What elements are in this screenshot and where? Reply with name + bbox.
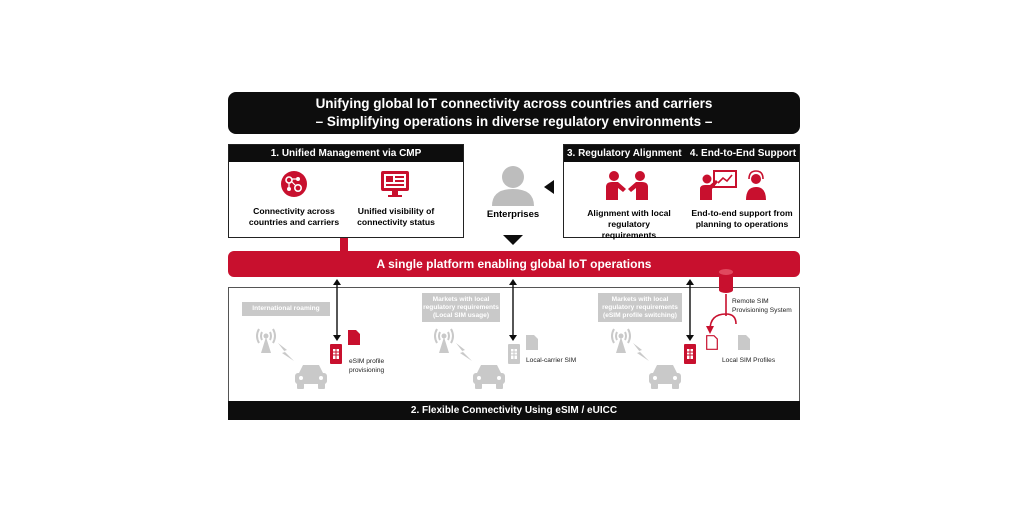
sim-card-icon bbox=[508, 344, 520, 364]
database-icon bbox=[719, 269, 733, 293]
connectivity-panel-title: 2. Flexible Connectivity Using eSIM / eU… bbox=[228, 401, 800, 420]
local-sim-profiles-label: Local SIM Profiles bbox=[722, 357, 776, 364]
presentation-support-icon bbox=[700, 170, 766, 200]
car-icon bbox=[295, 365, 327, 389]
cmp-item-1-caption: Connectivity across countries and carrie… bbox=[248, 206, 340, 227]
sim-profile-doc-icon bbox=[738, 335, 750, 350]
signal-bolt-icon bbox=[633, 343, 649, 361]
esim-chip-icon bbox=[684, 344, 696, 364]
cell-tower-icon bbox=[434, 328, 454, 353]
esim-chip-icon bbox=[330, 344, 342, 364]
local-carrier-sim-label: Local-carrier SIM bbox=[526, 357, 577, 364]
platform-bar: A single platform enabling global IoT op… bbox=[228, 251, 800, 277]
dashboard-monitor-icon bbox=[381, 171, 409, 197]
network-gear-icon bbox=[281, 171, 307, 197]
arrow-down-icon bbox=[503, 235, 523, 245]
provisioning-arrow bbox=[706, 294, 737, 334]
signal-bolt-icon bbox=[456, 343, 472, 361]
support-panel-title: 3. Regulatory Alignment 4. End-to-End Su… bbox=[564, 145, 799, 162]
support-item-2-caption: End-to-end support from planning to oper… bbox=[691, 208, 793, 229]
arrow-left-icon bbox=[544, 180, 554, 194]
title-line-1: Unifying global IoT connectivity across … bbox=[315, 96, 713, 111]
handshake-icon bbox=[606, 171, 648, 200]
support-item-1-caption: Alignment with local regulatory requirem… bbox=[587, 208, 671, 240]
cmp-panel-title: 1. Unified Management via CMP bbox=[229, 145, 463, 162]
cmp-connector bbox=[340, 238, 348, 252]
diagram-title: Unifying global IoT connectivity across … bbox=[228, 92, 800, 134]
platform-link-arrow-3 bbox=[686, 279, 694, 341]
cmp-panel: 1. Unified Management via CMP bbox=[228, 144, 464, 238]
title-line-2: – Simplifying operations in diverse regu… bbox=[315, 114, 713, 129]
person-icon bbox=[492, 166, 534, 206]
local-sim-market-tag: Markets with local regulatory requiremen… bbox=[422, 293, 500, 322]
signal-bolt-icon bbox=[278, 343, 294, 361]
remote-sim-label: Remote SIM Provisioning System bbox=[732, 298, 792, 314]
sim-profile-outline-icon bbox=[706, 335, 718, 350]
platform-link-arrow-2 bbox=[509, 279, 517, 341]
car-icon bbox=[649, 365, 681, 389]
sim-profile-doc-icon bbox=[348, 330, 360, 345]
esim-provisioning-label: eSIM profile provisioning bbox=[349, 358, 385, 374]
cell-tower-icon bbox=[256, 328, 276, 353]
cell-tower-icon bbox=[611, 328, 631, 353]
esim-switching-market-tag: Markets with local regulatory requiremen… bbox=[598, 293, 682, 322]
car-icon bbox=[473, 365, 505, 389]
cmp-item-2-caption: Unified visibility of connectivity statu… bbox=[357, 206, 435, 227]
roaming-tag: International roaming bbox=[242, 302, 330, 316]
platform-link-arrow-1 bbox=[333, 279, 341, 341]
enterprises-label: Enterprises bbox=[486, 209, 540, 220]
sim-doc-icon bbox=[526, 335, 538, 350]
